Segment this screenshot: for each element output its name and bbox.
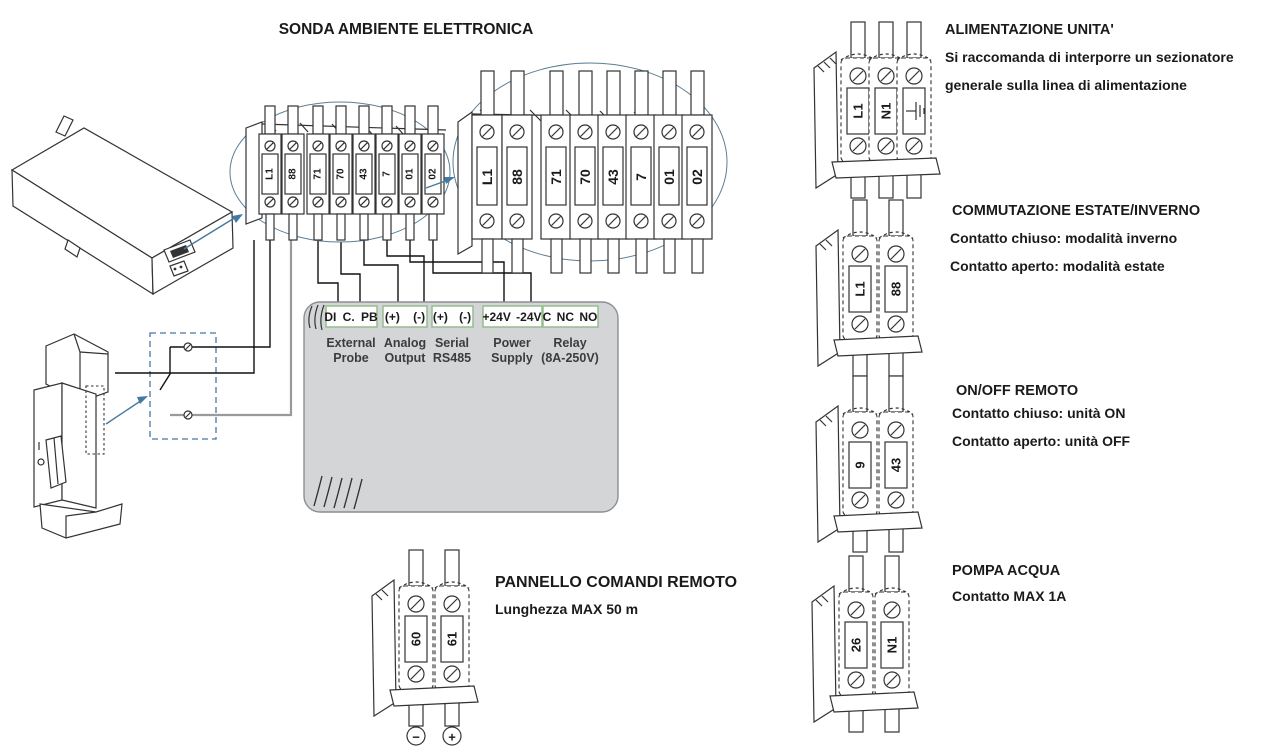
callout-pompa-acqua: 26 N1 POMPA ACQUA Contatto MAX 1A <box>811 556 1066 732</box>
callout-line: Si raccomanda di interporre un sezionato… <box>945 49 1234 65</box>
din-breaker-drawing <box>33 333 148 539</box>
label-external: External <box>326 336 375 350</box>
callout-onoff-remoto: 9 43 ON/OFF REMOTO Contatto chiuso: unit… <box>815 376 1131 552</box>
terminal-label: 61 <box>445 632 460 646</box>
remote-panel-block: 60 61 − + PANNELLO COMANDI REMOTO Lunghe… <box>371 550 737 746</box>
arrow-to-switch <box>137 396 148 404</box>
callout-title: ALIMENTAZIONE UNITA' <box>945 22 1114 38</box>
terminal-label: N1 <box>879 103 894 120</box>
pins-serial-rs485: (+) (-) <box>433 310 471 324</box>
contact-terminal-top <box>183 342 193 352</box>
callout-title: COMMUTAZIONE ESTATE/INVERNO <box>952 203 1200 219</box>
callout-title: POMPA ACQUA <box>952 563 1061 579</box>
terminal-label: 71 <box>548 169 564 185</box>
label-serial: Serial <box>435 336 469 350</box>
label-rs485: RS485 <box>433 351 471 365</box>
remote-panel-line: Lunghezza MAX 50 m <box>495 601 638 617</box>
label-power: Power <box>493 336 531 350</box>
label-probe: Probe <box>333 351 368 365</box>
terminal-label: 88 <box>889 282 904 296</box>
pins-external-probe: DI C. PB <box>324 310 378 324</box>
terminal-label: L1 <box>853 281 868 296</box>
breaker-contact-zone <box>85 385 105 455</box>
terminal-label: 43 <box>889 458 904 472</box>
callout-alimentazione: L1 N1 ALIMENTAZIONE UNITA' Si raccomanda… <box>813 22 1234 198</box>
label-relay: Relay <box>553 336 586 350</box>
polarity-minus-icon: − <box>406 726 426 746</box>
controller-terminal-groups: DI C. PB (+) (-) (+) (-) +24V -24V C NC … <box>324 305 599 365</box>
terminal-label: 02 <box>428 168 439 180</box>
terminal-label: 9 <box>853 461 868 468</box>
callout-commutazione: L1 88 COMMUTAZIONE ESTATE/INVERNO Contat… <box>815 200 1200 376</box>
page-title: SONDA AMBIENTE ELETTRONICA <box>279 21 534 38</box>
terminal-strip-small: L1 88 71 70 43 7 01 02 <box>245 106 447 240</box>
terminal-label: 01 <box>405 168 416 180</box>
svg-text:+: + <box>448 730 456 745</box>
terminal-label: 7 <box>382 171 393 177</box>
callout-line: Contatto chiuso: modalità inverno <box>950 230 1177 246</box>
remote-panel-title: PANNELLO COMANDI REMOTO <box>495 574 737 591</box>
svg-text:−: − <box>412 730 420 745</box>
label-relay-rating: (8A-250V) <box>541 351 599 365</box>
breaker-lever <box>37 435 67 489</box>
label-supply: Supply <box>491 351 533 365</box>
callout-line: Contatto MAX 1A <box>952 588 1066 604</box>
polarity-plus-icon: + <box>442 726 462 746</box>
terminal-label: L1 <box>265 168 276 180</box>
terminal-label: 60 <box>409 632 424 646</box>
label-analog: Analog <box>384 336 426 350</box>
terminal-label: N1 <box>885 637 900 654</box>
terminal-label: L1 <box>479 169 495 186</box>
contact-terminal-bottom <box>183 410 193 420</box>
terminal-label: 26 <box>849 638 864 652</box>
callout-line: generale sulla linea di alimentazione <box>945 77 1187 93</box>
callout-title: ON/OFF REMOTO <box>956 383 1078 399</box>
earth-ground-icon <box>906 102 925 120</box>
pins-power-supply: +24V -24V <box>482 310 541 324</box>
terminal-label: 02 <box>689 169 705 185</box>
pins-relay: C NC NO <box>543 310 598 324</box>
zoom-ellipse-small: L1 88 71 70 43 7 01 02 <box>229 101 455 243</box>
terminal-label: 71 <box>313 168 324 180</box>
terminal-label: L1 <box>851 103 866 118</box>
arrow-to-zoom <box>444 177 455 184</box>
din-clip <box>55 115 74 137</box>
callout-line: Contatto aperto: unità OFF <box>952 433 1131 449</box>
terminal-label: 88 <box>288 168 299 180</box>
terminal-label: 70 <box>336 168 347 180</box>
vent-slots <box>313 475 363 510</box>
terminal-label: 7 <box>633 173 649 181</box>
callout-line: Contatto chiuso: unità ON <box>952 405 1125 421</box>
label-output: Output <box>385 351 427 365</box>
arrow-to-strip <box>232 214 243 223</box>
sonda-module-drawing <box>10 115 243 296</box>
controller-box: DI C. PB (+) (-) (+) (-) +24V -24V C NC … <box>303 301 619 513</box>
terminal-label: 01 <box>661 169 677 185</box>
terminal-label: 88 <box>509 169 525 185</box>
terminal-label: 70 <box>577 169 593 185</box>
terminal-label: 43 <box>605 169 621 185</box>
pins-analog-output: (+) (-) <box>385 310 425 324</box>
switch-contact-symbol <box>149 240 293 440</box>
switch-dashed-box <box>149 332 217 440</box>
terminal-strip-large: L1 88 71 70 43 7 01 02 <box>457 71 712 273</box>
zoom-ellipse-large: L1 88 71 70 43 7 01 02 <box>452 62 728 273</box>
callout-line: Contatto aperto: modalità estate <box>950 258 1165 274</box>
terminal-label: 43 <box>359 168 370 180</box>
